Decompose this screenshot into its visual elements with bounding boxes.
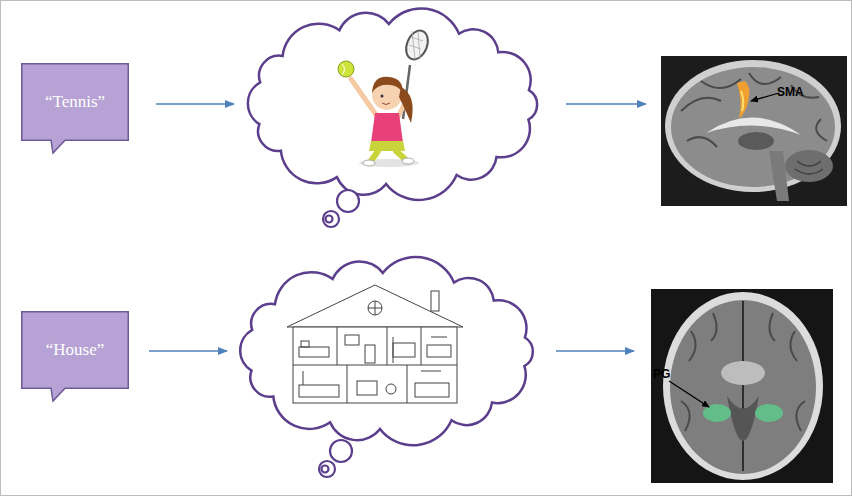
flow-arrows-part — [556, 350, 634, 352]
house-drawing-part — [375, 301, 376, 315]
tennis-girl-part — [371, 151, 378, 161]
tennis-girl-part — [369, 141, 405, 151]
brain-sagittal-part — [665, 60, 841, 192]
tennis-girl-part — [363, 160, 375, 166]
thought-bubbles-part — [319, 461, 335, 477]
house-drawing-part — [299, 347, 329, 357]
tennis-girl-part — [359, 159, 419, 167]
callout-box: “House” — [21, 311, 129, 389]
thought-cloud — [240, 8, 537, 445]
house-drawing-part — [407, 365, 408, 403]
brain-axial-part — [721, 361, 765, 385]
callout-outline — [22, 312, 129, 401]
house-drawing-part — [386, 384, 396, 394]
thought-bubbles-part — [326, 216, 333, 223]
tennis-girl-part — [338, 61, 354, 77]
house-drawing-part — [365, 345, 375, 363]
tennis-girl-part — [402, 158, 414, 164]
node-text: “Tennis” — [45, 92, 105, 112]
brain-axial — [651, 289, 833, 483]
tennis-girl-part — [372, 77, 403, 93]
brain-sagittal-part — [671, 67, 835, 187]
brain-sagittal-part — [661, 56, 847, 206]
house-drawing-part — [431, 337, 447, 338]
brain-sagittal — [661, 56, 847, 206]
house-drawing-part — [337, 327, 338, 365]
thought-cloud — [240, 257, 533, 445]
house-drawing-part — [393, 337, 394, 363]
house-drawing-part — [357, 381, 377, 395]
brain-sagittal-part — [785, 150, 833, 182]
brain-sagittal-part — [741, 91, 743, 111]
brain-sagittal-part — [737, 81, 750, 119]
house-drawing-part — [368, 301, 382, 315]
brain-axial-part — [670, 300, 816, 474]
tennis-girl-part — [371, 113, 403, 143]
callout-outline — [22, 64, 129, 153]
callout-box: “Tennis” — [21, 63, 129, 141]
house-drawing-part — [301, 341, 309, 347]
tennis-girl-part — [402, 27, 432, 62]
brain-axial-part — [727, 396, 759, 441]
thought-bubbles-part — [322, 466, 329, 473]
tennis-girl-part — [382, 103, 390, 105]
region-label: SMA — [777, 85, 804, 99]
house-drawing-part — [415, 383, 449, 397]
house-drawing-part — [387, 327, 388, 365]
brain-axial-part — [669, 381, 709, 407]
tennis-girl-part — [396, 151, 405, 159]
brain-axial-part — [742, 301, 744, 471]
brain-sagittal-part — [795, 161, 823, 174]
house-drawing-part — [293, 327, 457, 403]
brain-axial-part — [755, 404, 783, 422]
house-drawing-part — [431, 291, 439, 311]
brain-sagittal-part — [738, 132, 774, 150]
thought-cloud — [248, 8, 537, 199]
tennis-girl-part — [381, 95, 384, 98]
brain-axial-part — [651, 289, 833, 483]
house-drawing — [287, 285, 463, 403]
flow-arrows-part — [156, 103, 234, 105]
brain-sagittal-part — [751, 93, 779, 101]
house-drawing-part — [299, 385, 339, 397]
house-drawing-part — [287, 285, 463, 327]
thought-bubbles-part — [323, 211, 339, 227]
house-drawing-part — [293, 365, 457, 366]
flow-arrows-part — [149, 350, 227, 352]
flow-arrows-part — [566, 103, 646, 105]
region-label: PG — [653, 367, 670, 381]
thought-bubbles-part — [330, 440, 352, 462]
house-drawing-part — [393, 343, 415, 357]
thought-bubbles-part — [337, 190, 359, 212]
brain-axial-part — [703, 404, 731, 422]
tennis-girl — [338, 27, 432, 167]
house-drawing-part — [421, 371, 441, 372]
brain-axial-part — [663, 292, 823, 480]
house-drawing-part — [303, 371, 304, 385]
tennis-girl-part — [342, 64, 345, 75]
house-drawing-part — [421, 327, 422, 365]
flow-arrows — [149, 104, 646, 351]
node-text: “House” — [46, 340, 105, 360]
tennis-girl-part — [399, 87, 413, 123]
house-drawing-part — [347, 365, 348, 403]
house-drawing-part — [345, 335, 359, 345]
brain-sagittal-part — [769, 151, 789, 201]
tennis-girl-part — [409, 31, 423, 59]
house-drawing-part — [427, 345, 451, 357]
